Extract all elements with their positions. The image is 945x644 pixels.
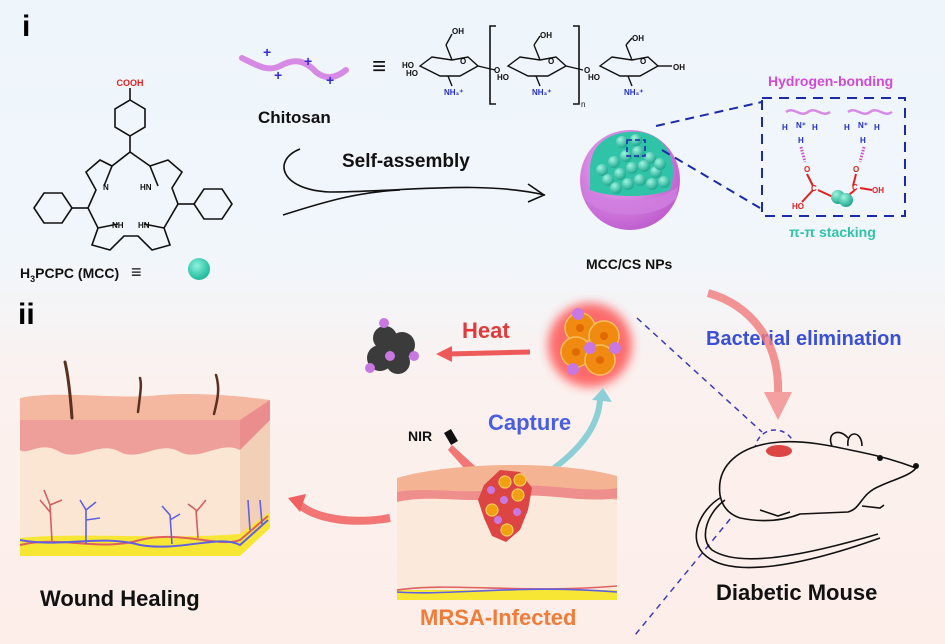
svg-text:H: H <box>812 123 818 132</box>
svg-text:N⁺: N⁺ <box>858 121 868 130</box>
svg-text:OH: OH <box>673 63 685 72</box>
svg-text:+: + <box>274 67 282 83</box>
equiv-symbol: ≡ <box>131 262 142 282</box>
svg-text:N⁺: N⁺ <box>796 121 806 130</box>
svg-text:O: O <box>548 57 554 66</box>
svg-text:C: C <box>811 184 817 193</box>
self-assembly-label: Self-assembly <box>342 151 470 172</box>
diabetic-mouse-label: Diabetic Mouse <box>716 580 878 605</box>
mrsa-infected-label: MRSA-Infected <box>420 605 577 630</box>
hydrogen-bonding-label: Hydrogen-bonding <box>768 73 894 89</box>
nir-label: NIR <box>408 428 433 444</box>
bracket-right <box>573 25 580 105</box>
capture-label: Capture <box>488 410 572 435</box>
svg-text:O: O <box>640 57 646 66</box>
svg-text:NH₃⁺: NH₃⁺ <box>624 88 643 97</box>
svg-text:HO: HO <box>406 69 418 78</box>
svg-text:+: + <box>304 53 312 69</box>
svg-text:O: O <box>804 165 810 174</box>
svg-text:O: O <box>584 66 590 75</box>
svg-text:H: H <box>798 136 804 145</box>
svg-text:O: O <box>460 57 466 66</box>
svg-text:HN: HN <box>140 183 152 192</box>
svg-text:N: N <box>103 183 109 192</box>
svg-text:+: + <box>263 44 271 60</box>
nanoparticle-label: MCC/CS NPs <box>586 256 673 272</box>
svg-text:C: C <box>852 183 858 192</box>
chitosan-equiv: ≡ <box>372 53 387 80</box>
svg-text:OH: OH <box>632 34 644 43</box>
panel-i-label: i <box>22 10 31 43</box>
svg-text:H: H <box>844 123 850 132</box>
svg-text:O: O <box>853 165 859 174</box>
pi-stacking-label: π-π stacking <box>789 224 876 240</box>
svg-text:NH₃⁺: NH₃⁺ <box>532 88 551 97</box>
svg-text:HO: HO <box>588 73 600 82</box>
svg-text:H: H <box>782 123 788 132</box>
svg-text:OH: OH <box>872 186 884 195</box>
svg-text:HN: HN <box>138 221 150 230</box>
wound-healing-label: Wound Healing <box>40 586 200 611</box>
svg-text:NH₃⁺: NH₃⁺ <box>444 88 463 97</box>
chitosan-label: Chitosan <box>258 108 331 127</box>
svg-text:H: H <box>874 123 880 132</box>
panel-ii-label: ii <box>18 298 35 331</box>
svg-text:+: + <box>326 72 334 88</box>
svg-text:HO: HO <box>497 73 509 82</box>
svg-text:O: O <box>494 66 500 75</box>
svg-text:HO: HO <box>792 202 804 211</box>
svg-text:HO: HO <box>402 61 414 70</box>
bracket-left <box>489 25 496 105</box>
mcc-sphere-icon <box>188 258 210 280</box>
svg-text:n: n <box>581 100 585 109</box>
cooh-group: COOH <box>117 78 144 88</box>
svg-text:NH: NH <box>112 221 124 230</box>
svg-text:H: H <box>860 136 866 145</box>
svg-text:OH: OH <box>452 27 464 36</box>
svg-text:OH: OH <box>540 31 552 40</box>
porphyrin-name: H3PCPC (MCC) ≡ <box>20 262 142 284</box>
heat-label: Heat <box>462 318 510 343</box>
phenyl-ring-right <box>193 188 233 220</box>
bacterial-elimination-label: Bacterial elimination <box>706 328 902 350</box>
